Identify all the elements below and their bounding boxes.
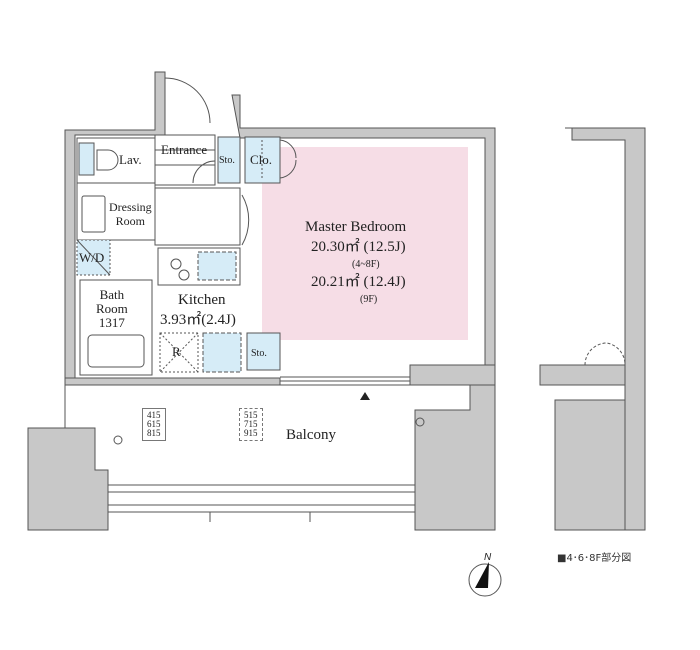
bath-line2: Room bbox=[96, 301, 128, 316]
hall bbox=[154, 187, 241, 246]
partial-plan-caption: ■4･6･8F部分図 bbox=[557, 553, 632, 564]
kitchen-counter bbox=[157, 247, 241, 286]
entrance-area bbox=[154, 134, 216, 186]
label-kitchen: Kitchen bbox=[178, 292, 226, 308]
north-arrow-icon bbox=[475, 562, 489, 588]
label-bedroom-floors-2: (9F) bbox=[360, 294, 378, 305]
label-bedroom-area-1: 20.30㎡ (12.5J) bbox=[311, 239, 406, 255]
unit-number: 415 bbox=[147, 410, 161, 420]
balcony-pillar-east bbox=[414, 384, 496, 531]
label-storage-2: Sto. bbox=[251, 348, 267, 359]
label-bedroom-area-2: 20.21㎡ (12.4J) bbox=[311, 274, 406, 290]
label-refrigerator: R bbox=[172, 344, 181, 359]
unit-number: 915 bbox=[244, 428, 258, 438]
compass bbox=[468, 563, 502, 597]
unit-number: 615 bbox=[147, 419, 161, 429]
label-closet: Clo. bbox=[250, 152, 273, 167]
label-balcony: Balcony bbox=[286, 427, 336, 443]
unit-number: 815 bbox=[147, 428, 161, 438]
label-storage-1: Sto. bbox=[219, 155, 235, 166]
wall-south bbox=[64, 377, 281, 386]
balcony-pillar-west bbox=[27, 427, 109, 531]
label-wd: W/D bbox=[79, 250, 105, 265]
label-bedroom: Master Bedroom bbox=[305, 219, 407, 235]
label-kitchen-area: 3.93㎡(2.4J) bbox=[160, 312, 236, 328]
unit-number: 515 bbox=[244, 410, 258, 420]
bedroom-highlight bbox=[262, 147, 468, 340]
refrigerator-space bbox=[159, 332, 199, 373]
unit-tag-b: 515 715 915 bbox=[239, 408, 263, 441]
unit-tag-a: 415 615 815 bbox=[142, 408, 166, 441]
label-bedroom-floors-1: (4~8F) bbox=[352, 259, 380, 270]
compass-label: N bbox=[484, 552, 492, 563]
bath-size: 1317 bbox=[98, 315, 125, 330]
label-entrance: Entrance bbox=[161, 142, 208, 157]
bath-room bbox=[79, 279, 153, 376]
bath-line1: Bath bbox=[99, 287, 125, 302]
unit-number: 715 bbox=[244, 419, 258, 429]
storage-2 bbox=[246, 332, 281, 371]
dressing-line1: Dressing bbox=[109, 200, 152, 214]
storage-1 bbox=[217, 136, 241, 184]
label-lav: Lav. bbox=[119, 152, 142, 167]
dressing-line2: Room bbox=[115, 214, 145, 228]
